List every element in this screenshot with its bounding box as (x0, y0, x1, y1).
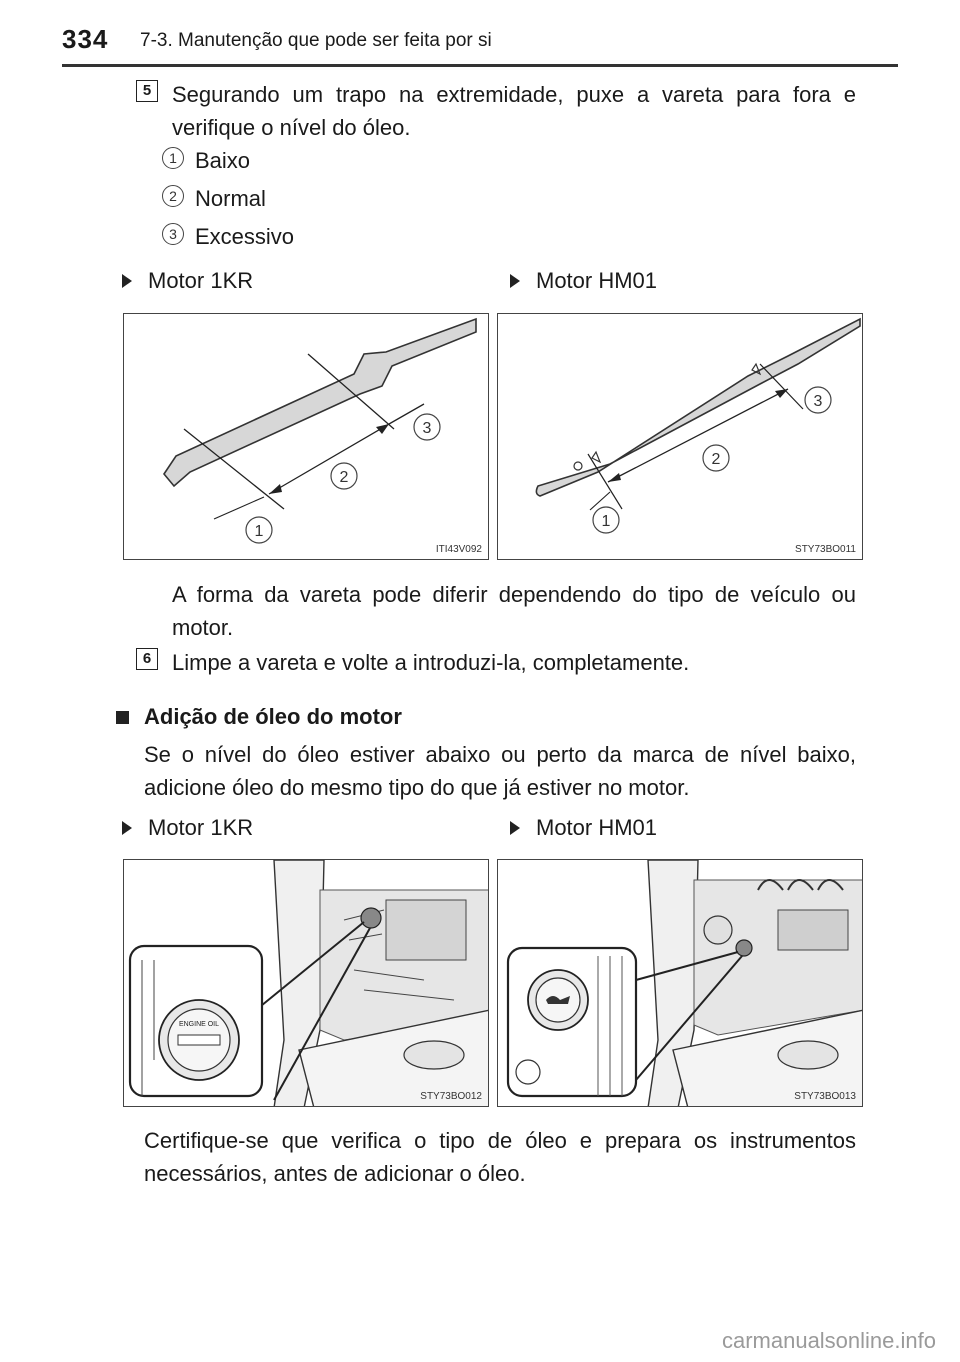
engine-bay-1kr-illustration: ENGINE OIL (128, 860, 488, 1106)
header-rule (62, 64, 898, 67)
dipstick-label-right: Motor HM01 (510, 268, 657, 294)
svg-text:3: 3 (423, 420, 432, 437)
step-5-text: Segurando um trapo na extremidade, puxe … (172, 82, 856, 140)
level-1-badge: 1 (162, 147, 184, 169)
section-heading: Adição de óleo do motor (144, 704, 402, 729)
level-1-label: Baixo (195, 148, 251, 173)
engine-bay-hm01-illustration (506, 860, 862, 1106)
dipstick-figure-hm01: 3 2 1 STY73BO011 (497, 313, 863, 560)
figure-code-right: STY73BO011 (795, 544, 856, 555)
engine-label-left: Motor 1KR (122, 815, 253, 841)
chapter-title: 7-3. Manutenção que pode ser feita por s… (140, 30, 492, 51)
figure-code-engine-left: STY73BO012 (420, 1091, 482, 1102)
level-3-label: Excessivo (195, 224, 295, 249)
section-text: Se o nível do óleo estiver abaixo ou per… (144, 742, 856, 800)
engine-label-right: Motor HM01 (510, 815, 657, 841)
svg-text:1: 1 (602, 513, 611, 530)
dipstick-1kr-illustration: 3 2 1 (163, 317, 477, 544)
triangle-bullet-icon (122, 274, 132, 288)
dipstick-figure-1kr: 3 2 1 ITI43V092 (123, 313, 489, 560)
level-3-badge: 3 (162, 223, 184, 245)
svg-text:2: 2 (340, 469, 349, 486)
dipstick-label-left: Motor 1KR (122, 268, 253, 294)
svg-text:ENGINE OIL: ENGINE OIL (179, 1021, 219, 1028)
level-2-label: Normal (195, 186, 266, 211)
engine-figure-1kr: ENGINE OIL STY73BO012 (123, 859, 489, 1107)
level-2-badge: 2 (162, 185, 184, 207)
svg-text:2: 2 (712, 451, 721, 468)
final-note: Certifique-se que verifica o tipo de óle… (144, 1128, 856, 1186)
step-6-badge: 6 (136, 648, 158, 670)
section-bullet-icon (116, 711, 129, 724)
dipstick-hm01-illustration: 3 2 1 (535, 317, 861, 534)
svg-text:3: 3 (814, 393, 823, 410)
figure-code-left: ITI43V092 (435, 544, 482, 555)
page-number: 334 (62, 24, 109, 54)
engine-figure-hm01: STY73BO013 (497, 859, 863, 1107)
svg-text:1: 1 (255, 523, 264, 540)
triangle-bullet-icon (510, 274, 520, 288)
watermark: carmanualsonline.info (721, 1328, 936, 1353)
figure-code-engine-right: STY73BO013 (794, 1091, 856, 1102)
triangle-bullet-icon (510, 821, 520, 835)
step-5-badge: 5 (136, 80, 158, 102)
dipstick-note: A forma da vareta pode diferir dependend… (172, 582, 856, 640)
triangle-bullet-icon (122, 821, 132, 835)
step-6-text: Limpe a vareta e volte a introduzi-la, c… (172, 650, 690, 675)
